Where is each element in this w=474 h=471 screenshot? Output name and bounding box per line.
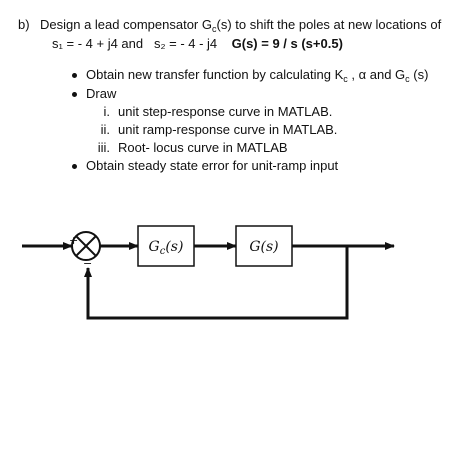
feedback-path: [84, 246, 349, 320]
controller-block: [137, 225, 195, 267]
draw-item-text: unit step-response curve in MATLAB.: [118, 104, 333, 119]
task-transfer-function: Obtain new transfer function by calculat…: [86, 67, 428, 84]
plant-block: [235, 225, 293, 267]
poles-line: s₁ = - 4 + j4 and s₂ = - 4 - j4 G(s) = 9…: [52, 36, 343, 52]
draw-item-text: Root- locus curve in MATLAB: [118, 140, 288, 155]
problem-label: b): [18, 17, 30, 32]
pole-s1: s₁ = - 4 + j4 and: [52, 36, 144, 51]
controller-block-label: Gc(s): [149, 239, 184, 257]
task-draw: Draw: [86, 86, 117, 101]
intro-subscript: c: [211, 24, 217, 34]
draw-item-number: i.: [103, 104, 111, 119]
intro-text: Design a lead compensator G: [40, 17, 212, 32]
plant-transfer-function: G(s) = 9 / s (s+0.5): [231, 36, 343, 51]
problem-intro: Design a lead compensator Gc(s) to shift…: [40, 17, 441, 34]
pole-s2: s₂ = - 4 - j4: [153, 36, 218, 51]
draw-item-number: ii.: [100, 122, 110, 137]
task-text: (s): [409, 67, 429, 82]
bullet-icon: [72, 92, 77, 97]
task-subscript: c: [343, 74, 348, 84]
bullet-icon: [72, 73, 77, 78]
draw-item-text: unit ramp-response curve in MATLAB.: [118, 122, 338, 137]
minus-sign: −: [83, 257, 92, 270]
draw-item-number: iii.: [97, 140, 110, 155]
bullet-icon: [72, 164, 77, 169]
plus-sign: +: [69, 234, 78, 247]
plant-block-label: G(s): [249, 239, 278, 255]
task-subscript: c: [405, 74, 410, 84]
task-text: , α and G: [347, 67, 406, 82]
intro-tail: (s) to shift the poles at new locations …: [216, 17, 442, 32]
task-steady-state-error: Obtain steady state error for unit-ramp …: [86, 158, 339, 173]
task-text: Obtain new transfer function by calculat…: [86, 67, 344, 82]
